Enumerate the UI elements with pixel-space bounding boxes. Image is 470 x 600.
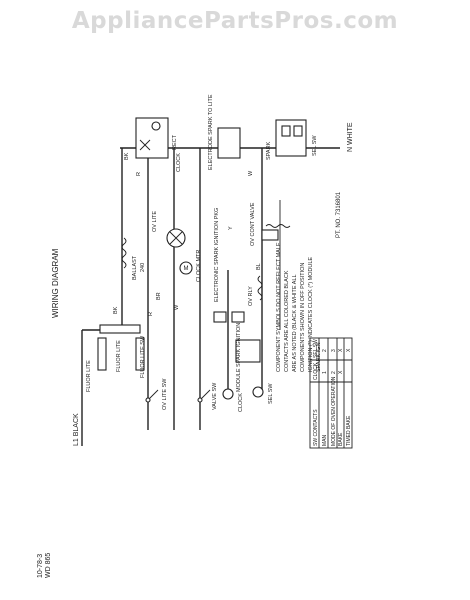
ov-lite-label: OV LITE — [152, 211, 158, 232]
rect-label: RECT — [172, 134, 178, 150]
wire-code: W — [248, 170, 254, 176]
note-line: CONTACTS ARE ALL COLORED BLACK — [284, 270, 290, 372]
table-header: SEL SW — [313, 339, 319, 358]
table-cell: X — [338, 370, 344, 374]
watermark: AppliancePartsPros.com — [71, 8, 399, 34]
wire-code: BK — [124, 152, 130, 160]
table-cell: X — [346, 348, 352, 352]
clock-mtr-label: CLOCK MTR — [196, 250, 202, 282]
part-number: PT. NO. 7316801 — [336, 191, 342, 238]
table-cell: 3 — [331, 349, 337, 352]
top-clock-label: CLOCK — [176, 153, 182, 172]
table-cell: 1 — [322, 371, 328, 374]
table-cell: MODE OF OVEN OPERATION — [331, 376, 337, 446]
electrode-label: ELECTRODE SPARK TO LITE — [208, 94, 214, 170]
table-cell: MAN — [322, 435, 328, 447]
spark-label: SPARK — [266, 141, 272, 160]
ov-rly-label: OV RLY — [248, 286, 254, 306]
clock-sw-label: CLOCK — [238, 393, 244, 412]
ov-cont-valve-label: OV CONT VALVE — [250, 202, 256, 246]
ballast-label: BALLAST — [132, 255, 138, 280]
sel-sw-label: SEL SW — [268, 383, 274, 404]
fluor-lite-left-label: FLUOR LITE — [86, 360, 92, 392]
valve-sw-label: VALVE SW — [212, 382, 218, 410]
table-cell: 2 — [322, 349, 328, 352]
ov-lite-sw-label: OV LITE SW — [162, 378, 168, 410]
wire-code: R — [136, 172, 142, 176]
note-line: COMPONENT SYMBOLS DO NOT REFLECT MALE — [276, 242, 282, 372]
fluor-lite-label: FLUOR LITE — [116, 340, 122, 372]
switch-table: SW CONTACTS CLOCK SEL SW MAN 1 2 MODE OF… — [309, 337, 353, 449]
table-header: CLOCK — [313, 362, 319, 380]
table-cell: 2 — [331, 371, 337, 374]
note-line: COMPONENTS SHOWN IN OFF POSITION — [300, 263, 306, 372]
wire-code: BL — [256, 263, 262, 270]
wire-code: W — [174, 304, 180, 310]
table-cell: TIMED BAKE — [346, 415, 352, 446]
svg-text:M: M — [184, 266, 189, 272]
diagram-title: WIRING DIAGRAM — [51, 248, 60, 318]
wire-code: R — [148, 312, 154, 316]
table-cell: BAKE — [338, 432, 344, 446]
n-white-label: N WHITE — [347, 122, 354, 152]
ballast-voltage: 240 — [140, 263, 146, 272]
electronic-spark-label: ELECTRONIC SPARK IGNITION PKG — [214, 208, 220, 302]
wire-code: BK — [113, 306, 119, 314]
table-cell: X — [338, 348, 344, 352]
fluor-lite-sw-label: FLUOR LITE SW — [140, 335, 146, 378]
wire-code: Y — [228, 226, 234, 230]
module-spark-label: MODULE SPARK IGNITION — [236, 323, 242, 392]
table-header: SW CONTACTS — [313, 409, 319, 446]
l1-black-label: L1 BLACK — [73, 413, 80, 446]
note-line: ARE AS NOTED (BLACK & WHITE ALL — [292, 275, 298, 373]
note-line: IGNITION (*) INDICATES CLOCK (*) MODULE — [308, 257, 314, 372]
diagram-code: 10-78-3 — [37, 554, 44, 578]
sel-sw-right-label: SEL SW — [312, 135, 318, 156]
wire-code: BR — [156, 292, 162, 300]
diagram-code: WD 865 — [45, 553, 52, 578]
